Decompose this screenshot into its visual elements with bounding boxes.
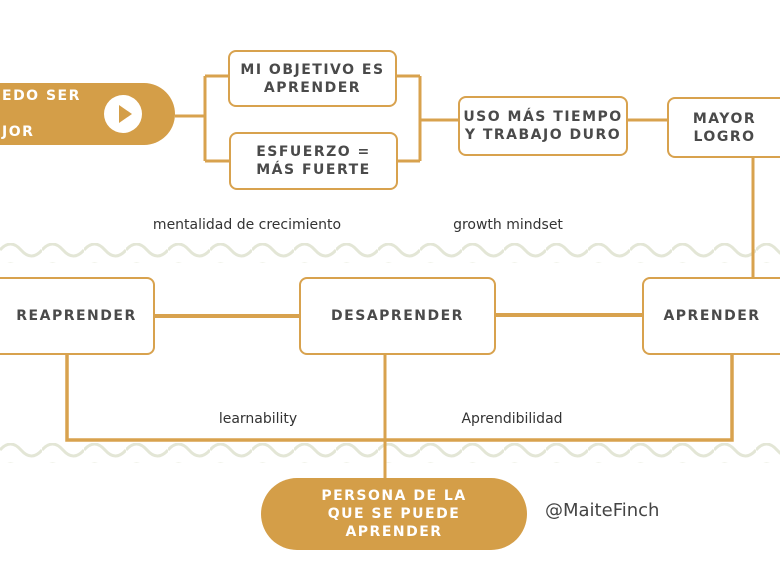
label-growth-es: mentalidad de crecimiento — [152, 217, 342, 233]
node-effort[interactable]: ESFUERZO = MÁS FUERTE — [229, 132, 398, 190]
author-handle: @MaiteFinch — [545, 500, 660, 521]
node-objective[interactable]: MI OBJETIVO ES APRENDER — [228, 50, 397, 107]
wave-divider-bottom — [0, 443, 780, 463]
start-pill-line2: JOR — [2, 124, 35, 140]
node-relearn[interactable]: REAPRENDER — [0, 277, 155, 355]
node-learnable-person[interactable]: PERSONA DE LA QUE SE PUEDE APRENDER — [261, 478, 527, 550]
node-unlearn[interactable]: DESAPRENDER — [299, 277, 496, 355]
node-achievement[interactable]: MAYOR LOGRO — [667, 97, 780, 158]
label-learnability: learnability — [218, 411, 298, 427]
play-icon[interactable] — [104, 95, 142, 133]
start-pill-line1: EDO SER — [2, 88, 81, 104]
label-aprendibilidad: Aprendibilidad — [461, 411, 563, 427]
label-growth-en: growth mindset — [453, 217, 563, 233]
wave-divider-top — [0, 243, 780, 263]
start-pill[interactable]: EDO SER JOR — [0, 83, 175, 145]
node-more-time[interactable]: USO MÁS TIEMPO Y TRABAJO DURO — [458, 96, 628, 156]
node-learn[interactable]: APRENDER — [642, 277, 780, 355]
